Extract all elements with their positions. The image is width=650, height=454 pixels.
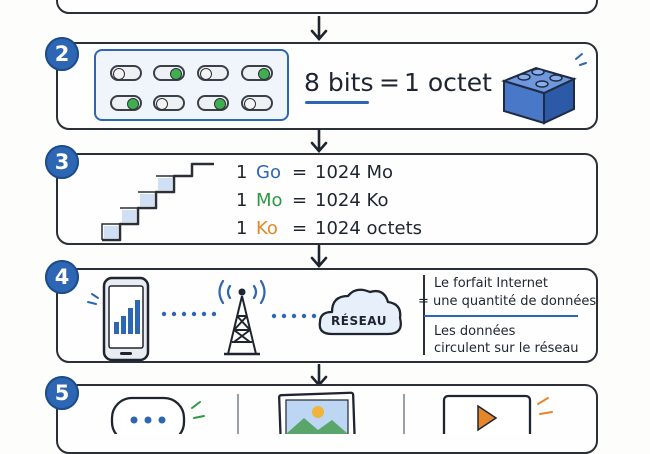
lego-brick-icon xyxy=(500,53,587,125)
equals-sign: = xyxy=(379,68,400,97)
unit-ko: Ko xyxy=(256,218,278,239)
unit-mo: Mo xyxy=(256,190,283,211)
step-badge-5: 5 xyxy=(45,376,79,410)
unit-go: Go xyxy=(256,162,281,183)
unit-value: 1024 octets xyxy=(315,218,423,239)
unit-one: 1 xyxy=(236,190,248,211)
toggle-switch-icon xyxy=(241,65,273,81)
cloud-label: RÉSEAU xyxy=(331,314,387,328)
panel-step-1 xyxy=(56,0,598,14)
unit-equals: = xyxy=(292,190,308,211)
unit-value: 1024 Ko xyxy=(315,190,389,211)
forfait-line-2: = une quantité de données xyxy=(418,294,597,309)
toggle-switch-icon xyxy=(197,65,229,81)
switch-group xyxy=(94,49,289,121)
divider xyxy=(237,394,239,434)
dotted-link-icon xyxy=(161,311,216,317)
smartphone-icon xyxy=(87,276,150,362)
video-play-icon xyxy=(442,394,553,434)
donnees-line-2: circulent sur le réseau xyxy=(434,341,579,356)
chat-bubble-icon xyxy=(110,396,205,434)
unit-equals: = xyxy=(292,218,308,239)
unit-equals: = xyxy=(292,162,308,183)
cloud-icon xyxy=(318,288,402,336)
step-badge-4: 4 xyxy=(45,260,79,294)
toggle-switch-icon xyxy=(153,65,185,81)
text-divider xyxy=(424,315,578,317)
dotted-link-icon xyxy=(271,313,317,319)
toggle-switch-icon xyxy=(110,65,142,81)
staircase-icon xyxy=(101,162,214,242)
down-arrow-icon xyxy=(310,16,328,41)
unit-one: 1 xyxy=(236,162,248,183)
unit-value: 1024 Mo xyxy=(315,162,394,183)
bits-underline xyxy=(305,101,369,104)
divider xyxy=(403,394,405,434)
step-badge-3: 3 xyxy=(45,145,79,179)
toggle-switch-icon xyxy=(153,95,185,111)
antenna-tower-icon xyxy=(218,279,266,356)
bits-label: 8 bits xyxy=(304,68,374,97)
down-arrow-icon xyxy=(310,245,328,268)
down-arrow-icon xyxy=(310,129,328,153)
step-badge-2: 2 xyxy=(45,37,79,71)
forfait-line-1: Le forfait Internet xyxy=(434,276,549,291)
donnees-line-1: Les données xyxy=(434,324,516,339)
octet-label: 1 octet xyxy=(404,68,492,97)
photo-icon xyxy=(278,391,357,434)
unit-one: 1 xyxy=(236,218,248,239)
toggle-switch-icon xyxy=(110,95,142,111)
toggle-switch-icon xyxy=(241,95,273,111)
toggle-switch-icon xyxy=(197,95,229,111)
